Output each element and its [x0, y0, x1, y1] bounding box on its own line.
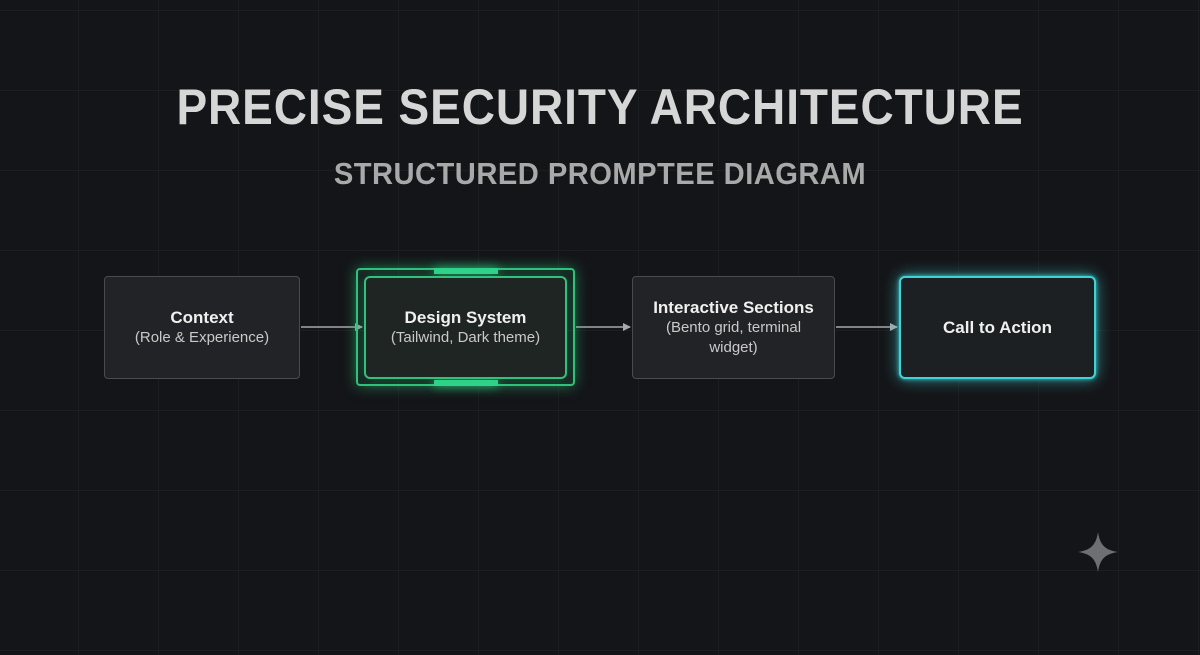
node-interactive-sections: Interactive Sections (Bento grid, termin… [632, 276, 835, 379]
design-system-top-notch [434, 268, 498, 274]
node-interactive-sections-title: Interactive Sections [653, 298, 814, 317]
design-system-bottom-notch [434, 380, 498, 386]
node-design-system: Design System (Tailwind, Dark theme) [364, 276, 567, 379]
node-context-subtitle: (Role & Experience) [134, 329, 270, 346]
node-design-system-subtitle: (Tailwind, Dark theme) [390, 329, 541, 346]
node-call-to-action-title: Call to Action [943, 318, 1052, 337]
node-design-system-title: Design System [404, 308, 527, 327]
page-title: PRECISE SECURITY ARCHITECTURE [176, 79, 1024, 135]
node-interactive-sections-subtitle: (Bento grid, terminal widget) [665, 319, 802, 356]
node-context-title: Context [170, 308, 234, 327]
node-context: Context (Role & Experience) [104, 276, 300, 379]
sparkle-icon [1078, 532, 1118, 572]
node-call-to-action: Call to Action [899, 276, 1096, 379]
page-subtitle: STRUCTURED PROMPTEE DIAGRAM [333, 156, 867, 191]
